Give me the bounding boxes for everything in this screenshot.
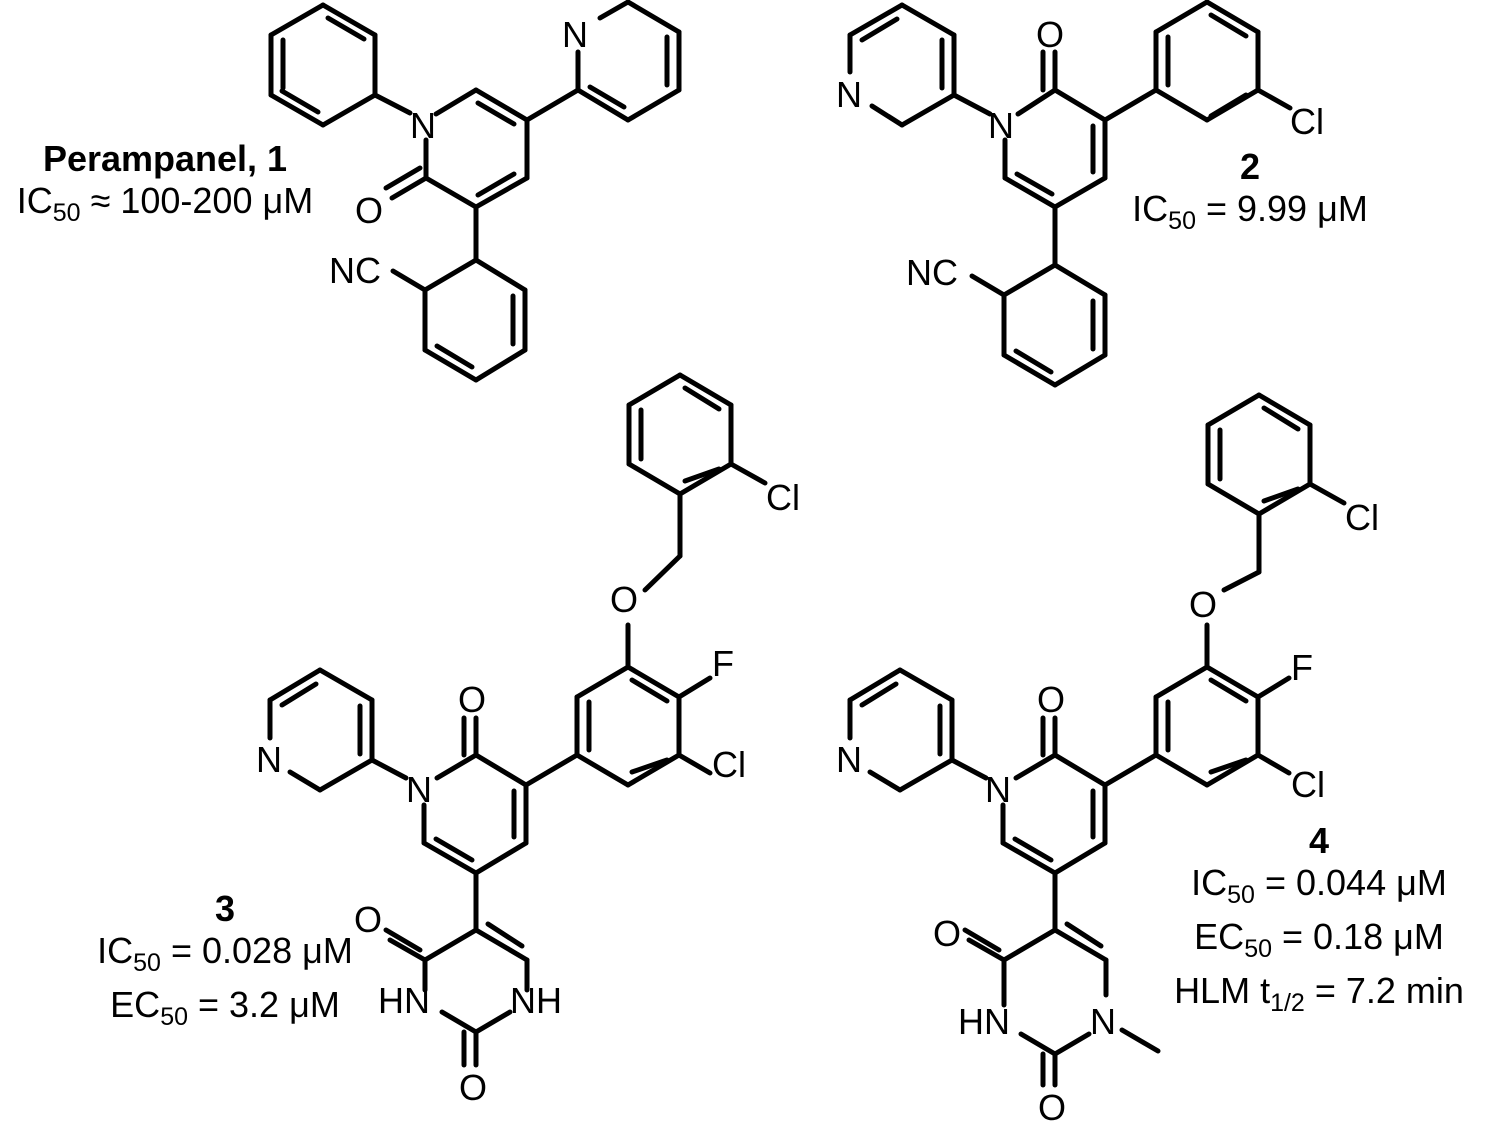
atom-hn: HN: [958, 1001, 1010, 1042]
atom-f: F: [712, 643, 734, 684]
atom-o: O: [458, 679, 486, 720]
atom-o: O: [354, 899, 382, 940]
structure-compound-4: N N O O F Cl Cl O HN N O: [836, 392, 1379, 1124]
caption-compound-4: 4 IC50 = 0.044 μM EC50 = 0.18 μM HLM t1/…: [1150, 820, 1488, 1024]
atom-o: O: [1189, 584, 1217, 625]
ic50-line: IC50 = 0.044 μM: [1191, 862, 1447, 909]
atom-nh: NH: [510, 980, 562, 1021]
atom-n: N: [988, 105, 1014, 146]
atom-o: O: [1038, 1087, 1066, 1124]
caption-compound-3: 3 IC50 = 0.028 μM EC50 = 3.2 μM: [60, 888, 390, 1038]
hlm-half-life-line: HLM t1/2 = 7.2 min: [1174, 970, 1464, 1017]
compound-name: 3: [214, 888, 236, 929]
compound-name: Perampanel, 1: [42, 138, 288, 179]
caption-compound-2: 2 IC50 = 9.99 μM: [1100, 146, 1400, 242]
atom-o: O: [610, 579, 638, 620]
compound-name: 2: [1239, 146, 1261, 187]
structure-perampanel: N O N NC: [268, 0, 682, 383]
atom-n: N: [562, 14, 588, 55]
ic50-line: IC50 = 0.028 μM: [97, 930, 353, 977]
atom-cl: Cl: [1345, 497, 1379, 538]
structure-compound-3: N N O O F Cl Cl O HN NH O: [256, 372, 800, 1108]
ec50-line: EC50 = 0.18 μM: [1194, 916, 1444, 963]
ic50-line: IC50 = 9.99 μM: [1132, 188, 1368, 235]
atom-n: N: [836, 74, 862, 115]
atom-n: N: [836, 739, 862, 780]
atom-n: N: [406, 769, 432, 810]
ec50-line: EC50 = 3.2 μM: [110, 984, 340, 1031]
atom-cl: Cl: [766, 477, 800, 518]
atom-cl: Cl: [1290, 101, 1324, 142]
atom-o: O: [459, 1067, 487, 1108]
atom-nc: NC: [329, 250, 381, 291]
caption-perampanel: Perampanel, 1 IC50 ≈ 100-200 μM: [0, 138, 330, 234]
atom-f: F: [1291, 647, 1313, 688]
atom-o: O: [355, 190, 383, 231]
atom-o: O: [1036, 14, 1064, 55]
atom-n: N: [985, 769, 1011, 810]
atom-n: N: [256, 739, 282, 780]
atom-o: O: [933, 913, 961, 954]
atom-hn: HN: [378, 980, 430, 1021]
atom-o: O: [1037, 679, 1065, 720]
compound-name: 4: [1308, 820, 1330, 861]
atom-n: N: [1090, 1001, 1116, 1042]
atom-nc: NC: [906, 252, 958, 293]
atom-cl: Cl: [712, 744, 746, 785]
ic50-line: IC50 ≈ 100-200 μM: [16, 180, 314, 227]
atom-cl: Cl: [1291, 764, 1325, 805]
structure-compound-2: N N O Cl NC: [836, 0, 1324, 388]
atom-n: N: [410, 105, 436, 146]
